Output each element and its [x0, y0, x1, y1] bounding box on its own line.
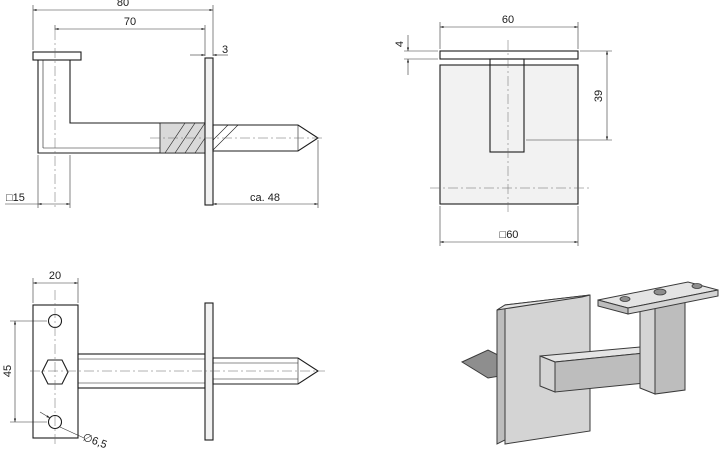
dim-side-total-length: 80 [117, 0, 129, 9]
iso-arm-front [654, 301, 686, 395]
iso-screw [460, 349, 501, 379]
dim-front-plate-width: 60 [502, 14, 514, 26]
dim-side-bar-square: □15 [6, 192, 25, 204]
front-bar-section [489, 58, 525, 153]
side-screw [212, 124, 320, 152]
iso-pad-hole-mid [653, 288, 667, 296]
top-hole-lower [47, 414, 63, 430]
top-hex-bolt [41, 359, 69, 385]
top-screw [212, 357, 320, 385]
iso-bar-front [539, 355, 556, 393]
side-view: 80 70 3 □15 ca. 48 [5, 0, 325, 210]
front-view: 60 4 39 □60 [394, 14, 612, 246]
dim-top-hole-diameter: ∅6,5 [81, 432, 108, 452]
dim-front-base-square: □60 [500, 229, 519, 241]
dim-side-arm-length: 70 [124, 16, 136, 28]
dim-front-height: 39 [593, 90, 605, 102]
top-wall-plate [204, 302, 214, 441]
top-pad [32, 304, 79, 439]
dim-front-top-thickness: 4 [394, 41, 406, 47]
iso-pad-hole-right [691, 283, 703, 289]
iso-pad-hole-left [619, 296, 631, 302]
dim-side-screw-length: ca. 48 [250, 192, 280, 204]
top-view: 20 45 ∅6,5 [2, 270, 325, 451]
dim-side-plate-thickness: 3 [222, 44, 228, 56]
front-top-pad [439, 50, 579, 60]
isometric-view [460, 281, 719, 445]
front-wall-plate [439, 64, 579, 205]
side-wall-plate [204, 57, 214, 206]
side-top-pad [32, 51, 82, 61]
dim-top-hole-spacing: 45 [2, 365, 14, 377]
dim-top-width: 20 [49, 270, 61, 282]
